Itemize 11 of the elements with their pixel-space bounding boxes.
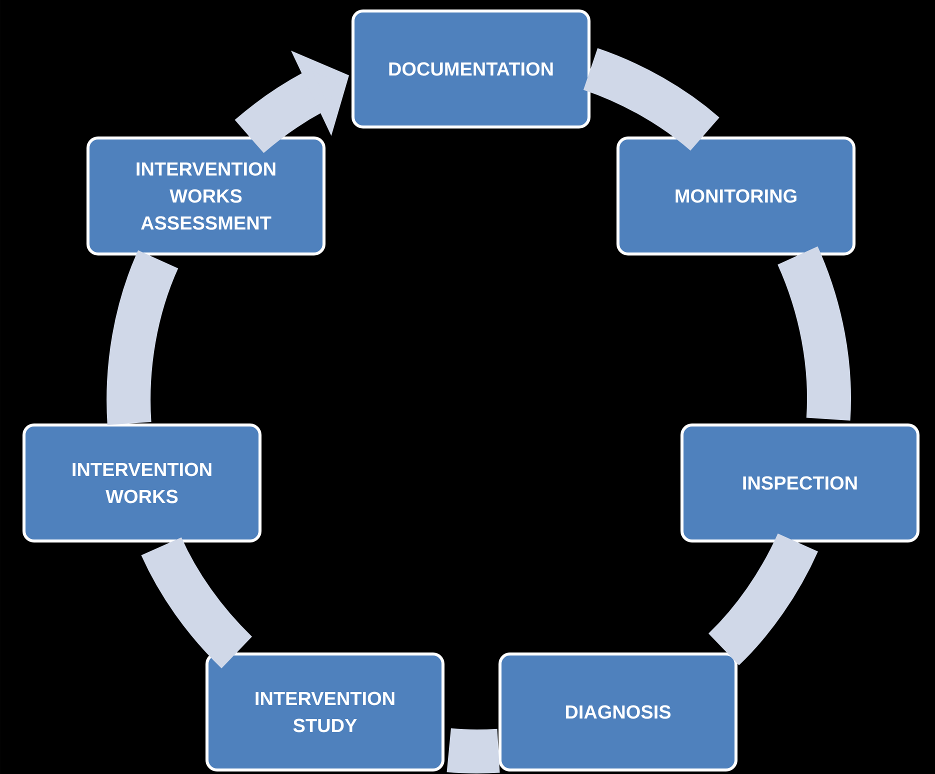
process-box: DIAGNOSIS bbox=[498, 652, 738, 772]
process-box: INTERVENTION WORKS bbox=[22, 424, 262, 542]
process-box: INTERVENTION STUDY bbox=[206, 652, 444, 772]
ring-segment bbox=[446, 728, 500, 774]
process-box: DOCUMENTATION bbox=[352, 10, 590, 128]
process-box: INTERVENTION WORKS ASSESSMENT bbox=[86, 136, 326, 256]
process-box: INSPECTION bbox=[680, 424, 920, 542]
ring-segment bbox=[583, 48, 720, 151]
process-box: MONITORING bbox=[616, 136, 856, 256]
ring-segment bbox=[708, 533, 818, 665]
ring-segment bbox=[141, 537, 252, 668]
